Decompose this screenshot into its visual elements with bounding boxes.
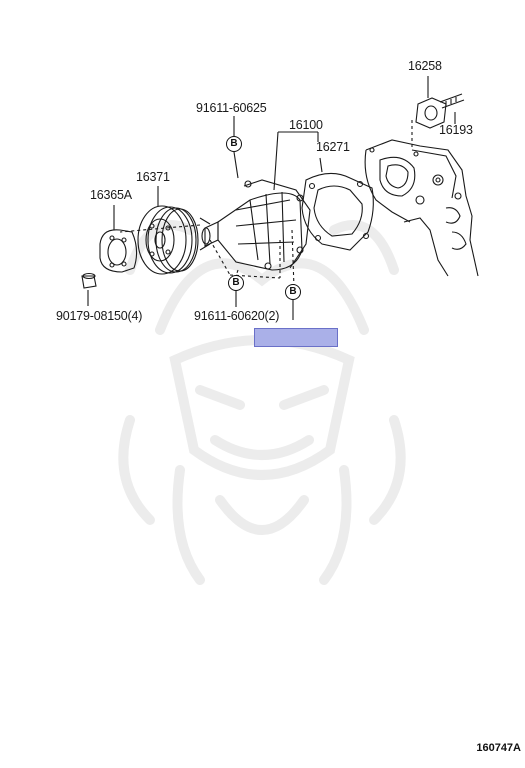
leader-16271 [319,157,323,173]
label-part-16100[interactable]: 16100 [289,118,323,132]
bolt-reference-bubble-lower-left: B [228,275,244,291]
label-part-16271[interactable]: 16271 [316,140,350,154]
gasket-16271 [301,172,374,251]
label-part-90179-08150[interactable]: 90179-08150(4) [56,309,143,323]
water-pump-pulley-16371 [137,205,199,275]
label-part-16371[interactable]: 16371 [136,170,170,184]
samurai-helmet-watermark-icon [118,220,406,585]
diagram-code: 160747A [476,742,521,754]
label-part-91611-60625[interactable]: 91611-60625 [196,101,267,115]
label-part-16193[interactable]: 16193 [439,123,473,137]
bolt-reference-bubble-lower-right: B [285,284,301,300]
engine-front-cover [364,139,479,277]
gasket-16258 [415,97,447,129]
bolt-reference-bubble-top: B [226,136,242,152]
nut-90179-08150 [81,272,97,289]
fan-pulley-flange-16365A [99,229,138,273]
label-part-91611-60620[interactable]: 91611-60620(2) [194,309,280,323]
stud-bolt-16193 [439,93,465,109]
water-pump-16100 [199,179,311,271]
label-part-16365A[interactable]: 16365A [90,188,132,202]
label-part-16258[interactable]: 16258 [408,59,442,73]
highlighted-part-number-box[interactable] [254,328,338,347]
